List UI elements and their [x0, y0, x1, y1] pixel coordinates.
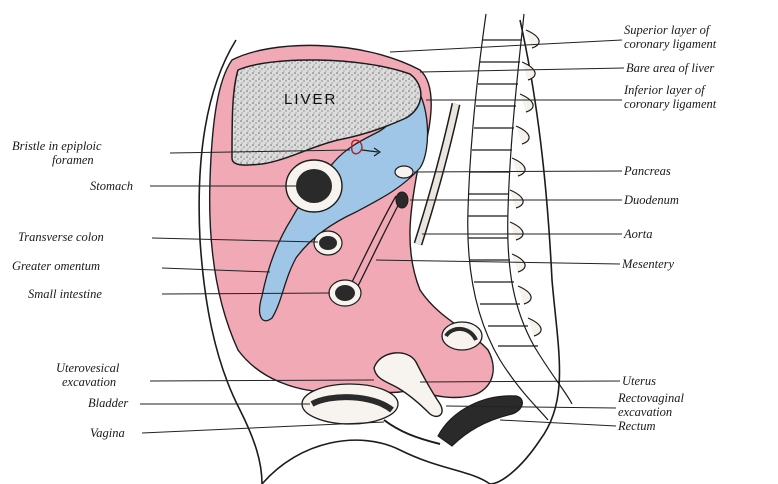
liver-label: LIVER [284, 91, 337, 108]
label-duodenum: Duodenum [623, 193, 679, 207]
label-rectovaginal-2: excavation [618, 405, 672, 419]
label-stomach: Stomach [90, 179, 133, 193]
leader-pancreas [414, 171, 622, 172]
spinous-processes [510, 30, 541, 336]
label-inferior-2: coronary ligament [624, 97, 717, 111]
perineum [262, 440, 490, 484]
label-uterovesical-2: excavation [62, 375, 116, 389]
label-vagina: Vagina [90, 426, 125, 440]
label-inferior-1: Inferior layer of [623, 83, 706, 97]
small-intestine-section [329, 280, 361, 306]
transverse-colon-section [314, 231, 342, 255]
label-mesentery: Mesentery [621, 257, 675, 271]
label-superior-2: coronary ligament [624, 37, 717, 51]
label-bristle-2: foramen [52, 153, 94, 167]
label-pancreas: Pancreas [623, 164, 671, 178]
label-bare-area: Bare area of liver [626, 61, 714, 75]
label-rectum: Rectum [617, 419, 655, 433]
label-transverse-colon: Transverse colon [18, 230, 104, 244]
leader-bare-area [420, 68, 624, 72]
label-greater-omentum: Greater omentum [12, 259, 100, 273]
duodenum [396, 192, 408, 208]
leader-rectum [500, 420, 616, 426]
label-small-intestine: Small intestine [28, 287, 102, 301]
label-uterus: Uterus [622, 374, 656, 388]
label-uterovesical-1: Uterovesical [56, 361, 120, 375]
pancreas [395, 166, 413, 178]
bladder [302, 384, 398, 424]
label-aorta: Aorta [623, 227, 652, 241]
rectum-section [442, 322, 482, 350]
vagina [384, 420, 440, 444]
label-superior-1: Superior layer of [624, 23, 711, 37]
label-bristle-1: Bristle in epiploic [12, 139, 102, 153]
leader-superior [390, 40, 622, 52]
label-bladder: Bladder [88, 396, 128, 410]
leader-vagina [142, 422, 384, 433]
label-rectovaginal-1: Rectovaginal [617, 391, 684, 405]
